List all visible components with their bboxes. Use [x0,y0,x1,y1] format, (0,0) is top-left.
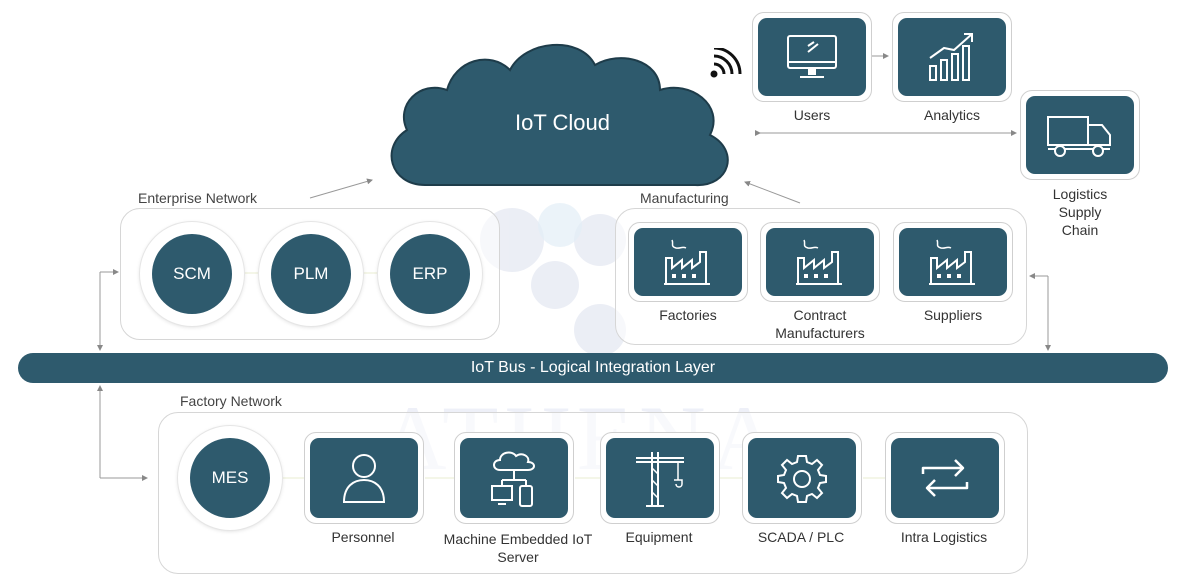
swap-arrows-icon [921,459,969,497]
analytics-label: Analytics [923,107,981,123]
equipment-label: Equipment [625,529,693,545]
contract-manufacturers-tile[interactable] [760,222,880,302]
machine-embedded-iot-server-label: Machine Embedded IoT Server [443,531,593,565]
cloud-label: IoT Cloud [515,110,610,135]
factory-icon [664,239,710,285]
machine-embedded-iot-server-tile[interactable] [454,432,574,524]
factory-icon [929,239,975,285]
scm-label: SCM [152,234,232,314]
wifi-signal-icon [710,48,742,78]
person-icon [342,454,386,503]
logistics-tile[interactable] [1020,90,1140,180]
mes-node[interactable]: MES [178,426,282,530]
suppliers-label: Suppliers [923,307,983,323]
factory-icon [796,239,842,285]
iot-bus: IoT Bus - Logical Integration Layer [18,353,1168,383]
users-tile[interactable] [752,12,872,102]
personnel-label: Personnel [331,529,395,545]
erp-label: ERP [390,234,470,314]
enterprise-network-title: Enterprise Network [138,190,258,206]
factory-network-title: Factory Network [180,393,282,409]
iot-cloud-shape [390,44,729,187]
factories-label: Factories [659,307,717,323]
gear-icon [777,455,827,503]
intra-logistics-tile[interactable] [885,432,1005,524]
monitor-icon [787,35,837,78]
erp-node[interactable]: ERP [378,222,482,326]
plm-node[interactable]: PLM [259,222,363,326]
contract-manufacturers-label: Contract Manufacturers [775,307,865,341]
iot-bus-label: IoT Bus - Logical Integration Layer [470,359,716,376]
plm-label: PLM [271,234,351,314]
scada-plc-label: SCADA / PLC [757,529,845,545]
truck-icon [1047,116,1111,157]
logistics-label: Logistics Supply Chain [1052,186,1108,238]
scada-plc-tile[interactable] [742,432,862,524]
factory-network-panel [158,412,1028,574]
bar-chart-icon [929,33,973,81]
mes-label: MES [190,438,270,518]
cloud-devices-icon [491,451,535,507]
crane-icon [636,452,684,507]
personnel-tile[interactable] [304,432,424,524]
manufacturing-title: Manufacturing [640,190,729,206]
intra-logistics-label: Intra Logistics [900,529,988,545]
equipment-tile[interactable] [600,432,720,524]
analytics-tile[interactable] [892,12,1012,102]
suppliers-tile[interactable] [893,222,1013,302]
scm-node[interactable]: SCM [140,222,244,326]
factories-tile[interactable] [628,222,748,302]
users-label: Users [793,107,831,123]
